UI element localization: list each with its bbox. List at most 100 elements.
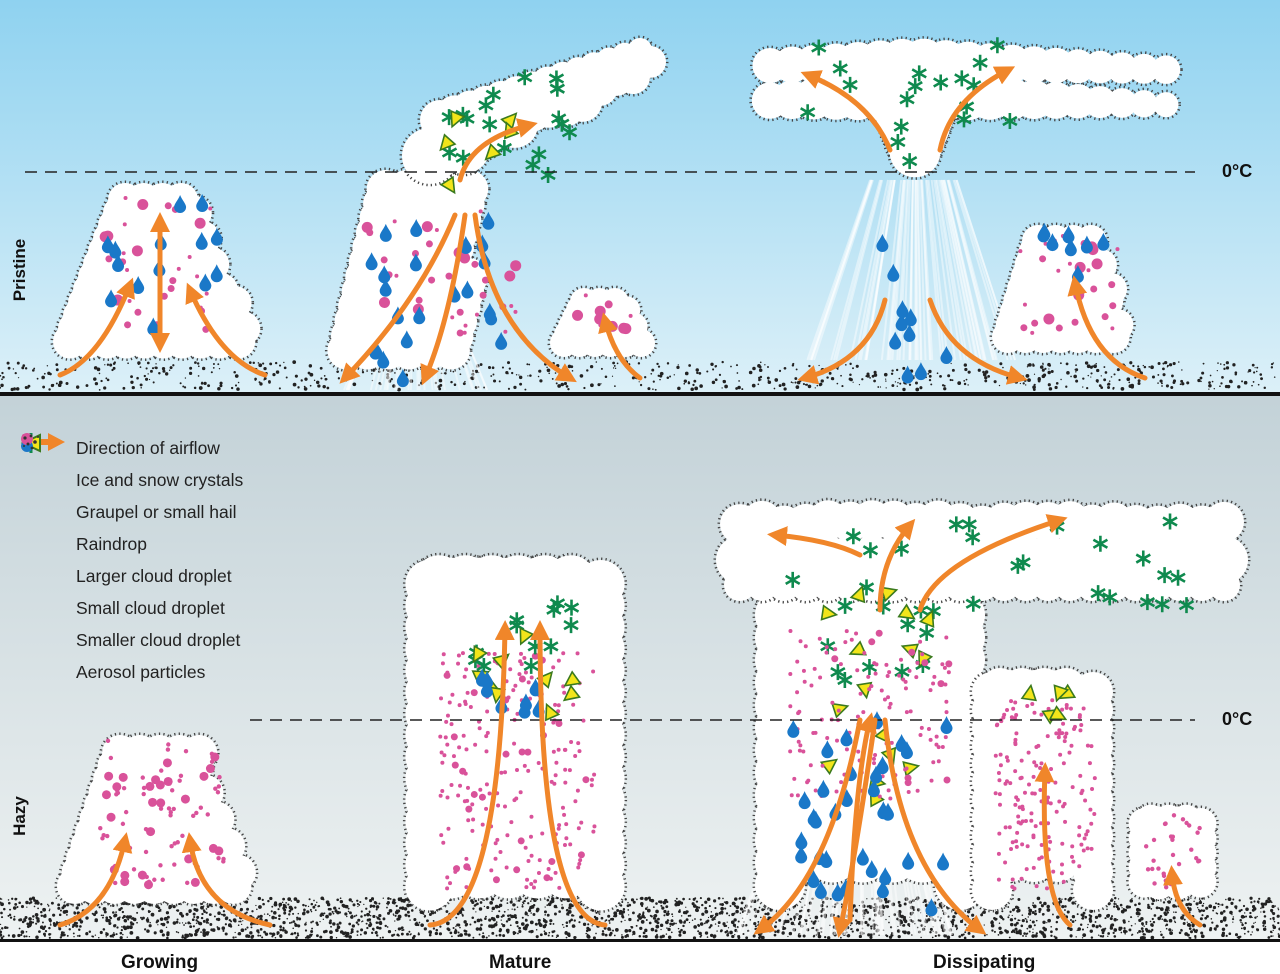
aerosol-ground-layers — [0, 360, 1280, 940]
cloud-droplet — [576, 865, 581, 870]
legend-label: Small cloud droplet — [76, 597, 225, 618]
cloud-droplet — [560, 805, 565, 810]
ice-crystal — [965, 595, 981, 612]
cloud-droplet — [903, 679, 908, 684]
ice-crystal — [551, 110, 567, 127]
cloud-droplet — [1031, 319, 1039, 327]
cloud-droplet — [169, 788, 175, 793]
cloud-droplet — [1019, 758, 1024, 763]
cloud-droplet — [169, 844, 174, 849]
cloud-droplet — [904, 710, 909, 715]
raindrop — [365, 252, 378, 271]
cloud-droplet — [1060, 707, 1065, 712]
cloud-droplet — [1077, 833, 1082, 838]
cloud-droplet — [1048, 801, 1053, 806]
cloud-droplet — [445, 713, 450, 718]
cloud-droplet — [421, 221, 433, 233]
cloud-droplet — [1025, 704, 1030, 709]
cloud-droplet — [1071, 859, 1076, 864]
graupel — [439, 133, 457, 152]
cloud-droplet — [940, 662, 945, 667]
cloud-droplet — [1077, 713, 1082, 718]
cloud-droplet — [1039, 712, 1044, 717]
cloud-droplet — [445, 875, 450, 880]
cloud-droplet — [556, 658, 561, 663]
cloud-droplet — [470, 828, 475, 833]
cloud-droplet — [1038, 788, 1043, 793]
cloud-droplet — [1014, 839, 1019, 844]
ice-crystal — [563, 599, 580, 616]
cloud-droplet — [194, 810, 199, 816]
cloud-droplet — [178, 773, 184, 779]
cloud-droplet — [868, 638, 876, 646]
cloud-droplet — [1170, 852, 1176, 858]
cloud-droplet — [1090, 787, 1095, 792]
cloud-droplet — [1151, 858, 1156, 863]
cloud-droplet — [1045, 795, 1050, 800]
cloud-droplet — [1085, 743, 1090, 748]
cloud-droplet — [105, 738, 111, 744]
cloud-droplet — [513, 309, 518, 314]
cloud-droplet — [838, 662, 843, 667]
raindrop — [1046, 233, 1059, 252]
cloud-droplet — [1013, 737, 1018, 742]
ice-crystal — [972, 54, 988, 71]
cloud-droplet — [461, 733, 466, 738]
cloud-droplet — [996, 877, 1001, 882]
cloud-droplet — [1033, 824, 1038, 829]
graupel — [450, 109, 466, 129]
legend-label: Graupel or small hail — [76, 501, 237, 522]
cloud-droplet — [1189, 847, 1194, 852]
cloud-droplet — [456, 653, 461, 658]
raindrop — [413, 306, 426, 325]
graupel — [1053, 684, 1070, 703]
cloud-droplet — [465, 805, 473, 813]
airflow-arrow — [917, 514, 1068, 613]
cloud-droplet — [146, 879, 152, 885]
cloud-droplet — [191, 813, 196, 819]
cloud-droplet — [504, 270, 516, 282]
ice-crystal — [894, 663, 910, 680]
cloud-droplet — [123, 809, 129, 815]
cloud-droplet — [945, 660, 953, 668]
panel-label-hazy: Hazy — [10, 796, 29, 836]
cloud-droplet — [221, 856, 226, 862]
graupel — [1048, 705, 1068, 721]
cloud-droplet — [855, 668, 860, 673]
cloud-droplet — [1064, 705, 1069, 710]
cloud-droplet — [106, 812, 116, 822]
cloud-droplet — [843, 640, 848, 645]
raindrop — [870, 765, 883, 784]
cloud-droplet — [918, 639, 923, 644]
ice-crystal — [911, 65, 927, 82]
cloud-droplet — [1026, 750, 1031, 755]
cloud-droplet — [449, 783, 454, 788]
cloud-droplet — [450, 692, 455, 697]
legend-label: Smaller cloud droplet — [76, 629, 241, 650]
cloud-droplet — [577, 861, 582, 866]
cloud-droplet — [176, 266, 181, 271]
raindrop — [174, 195, 187, 214]
raindrop — [795, 831, 808, 850]
ice-crystal — [525, 156, 541, 173]
cloud-droplet — [175, 840, 180, 845]
cloud-droplet — [1043, 313, 1055, 325]
cloud-droplet — [471, 260, 479, 268]
cloud-droplet — [101, 790, 111, 800]
legend-item-airflow: Direction of airflow — [20, 432, 243, 464]
cloud-droplet — [160, 877, 165, 882]
cloud-droplet — [514, 796, 519, 801]
cloud-droplet — [195, 274, 200, 279]
cloud-droplet — [522, 655, 527, 660]
cloud-droplet — [932, 674, 937, 679]
cloud-droplet — [581, 718, 586, 723]
cloud-droplet — [127, 845, 133, 851]
raindrop — [109, 240, 122, 259]
raindrop — [865, 860, 878, 879]
cloud-droplet — [1029, 818, 1034, 823]
raindrop — [196, 194, 209, 213]
cloud-droplet — [509, 304, 514, 309]
cloud-droplet — [183, 748, 189, 754]
panel-label-pristine: Pristine — [10, 238, 29, 302]
